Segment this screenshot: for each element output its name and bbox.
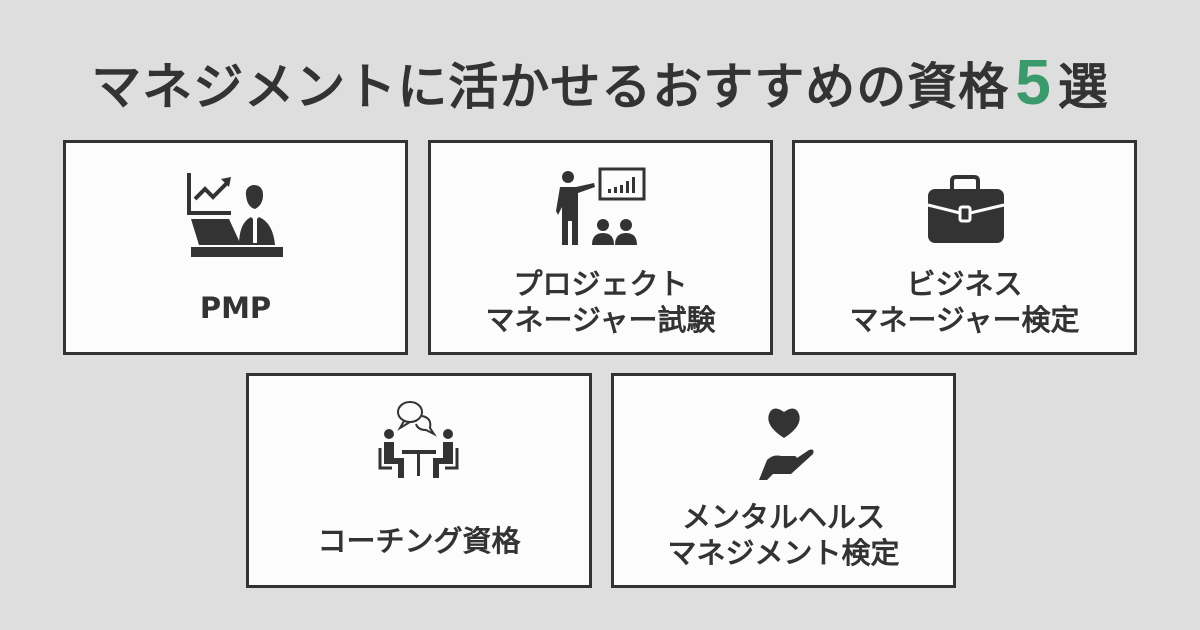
card-label: プロジェクト マネージャー試験 bbox=[485, 267, 716, 337]
title-prefix: マネジメントに活かせるおすすめの資格 bbox=[91, 58, 1010, 116]
title-suffix: 選 bbox=[1057, 58, 1109, 116]
card-coaching-certification: コーチング資格 bbox=[246, 373, 592, 588]
briefcase-icon bbox=[910, 165, 1020, 265]
card-label: PMP bbox=[199, 291, 272, 325]
card-mental-health-management-exam: メンタルヘルス マネジメント検定 bbox=[611, 373, 956, 588]
businessman-at-laptop-chart-icon bbox=[181, 165, 291, 265]
coaching-conversation-icon bbox=[364, 398, 474, 498]
card-label: ビジネス マネージャー検定 bbox=[849, 267, 1080, 337]
presenter-with-chart-audience-icon bbox=[546, 165, 656, 265]
card-label: メンタルヘルス マネジメント検定 bbox=[667, 500, 900, 570]
card-project-manager-exam: プロジェクト マネージャー試験 bbox=[428, 140, 773, 355]
card-business-manager-exam: ビジネス マネージャー検定 bbox=[792, 140, 1137, 355]
card-label: コーチング資格 bbox=[317, 524, 521, 558]
title-number: 5 bbox=[1015, 46, 1052, 118]
card-pmp: PMP bbox=[63, 140, 408, 355]
heart-in-hand-icon bbox=[729, 398, 839, 498]
